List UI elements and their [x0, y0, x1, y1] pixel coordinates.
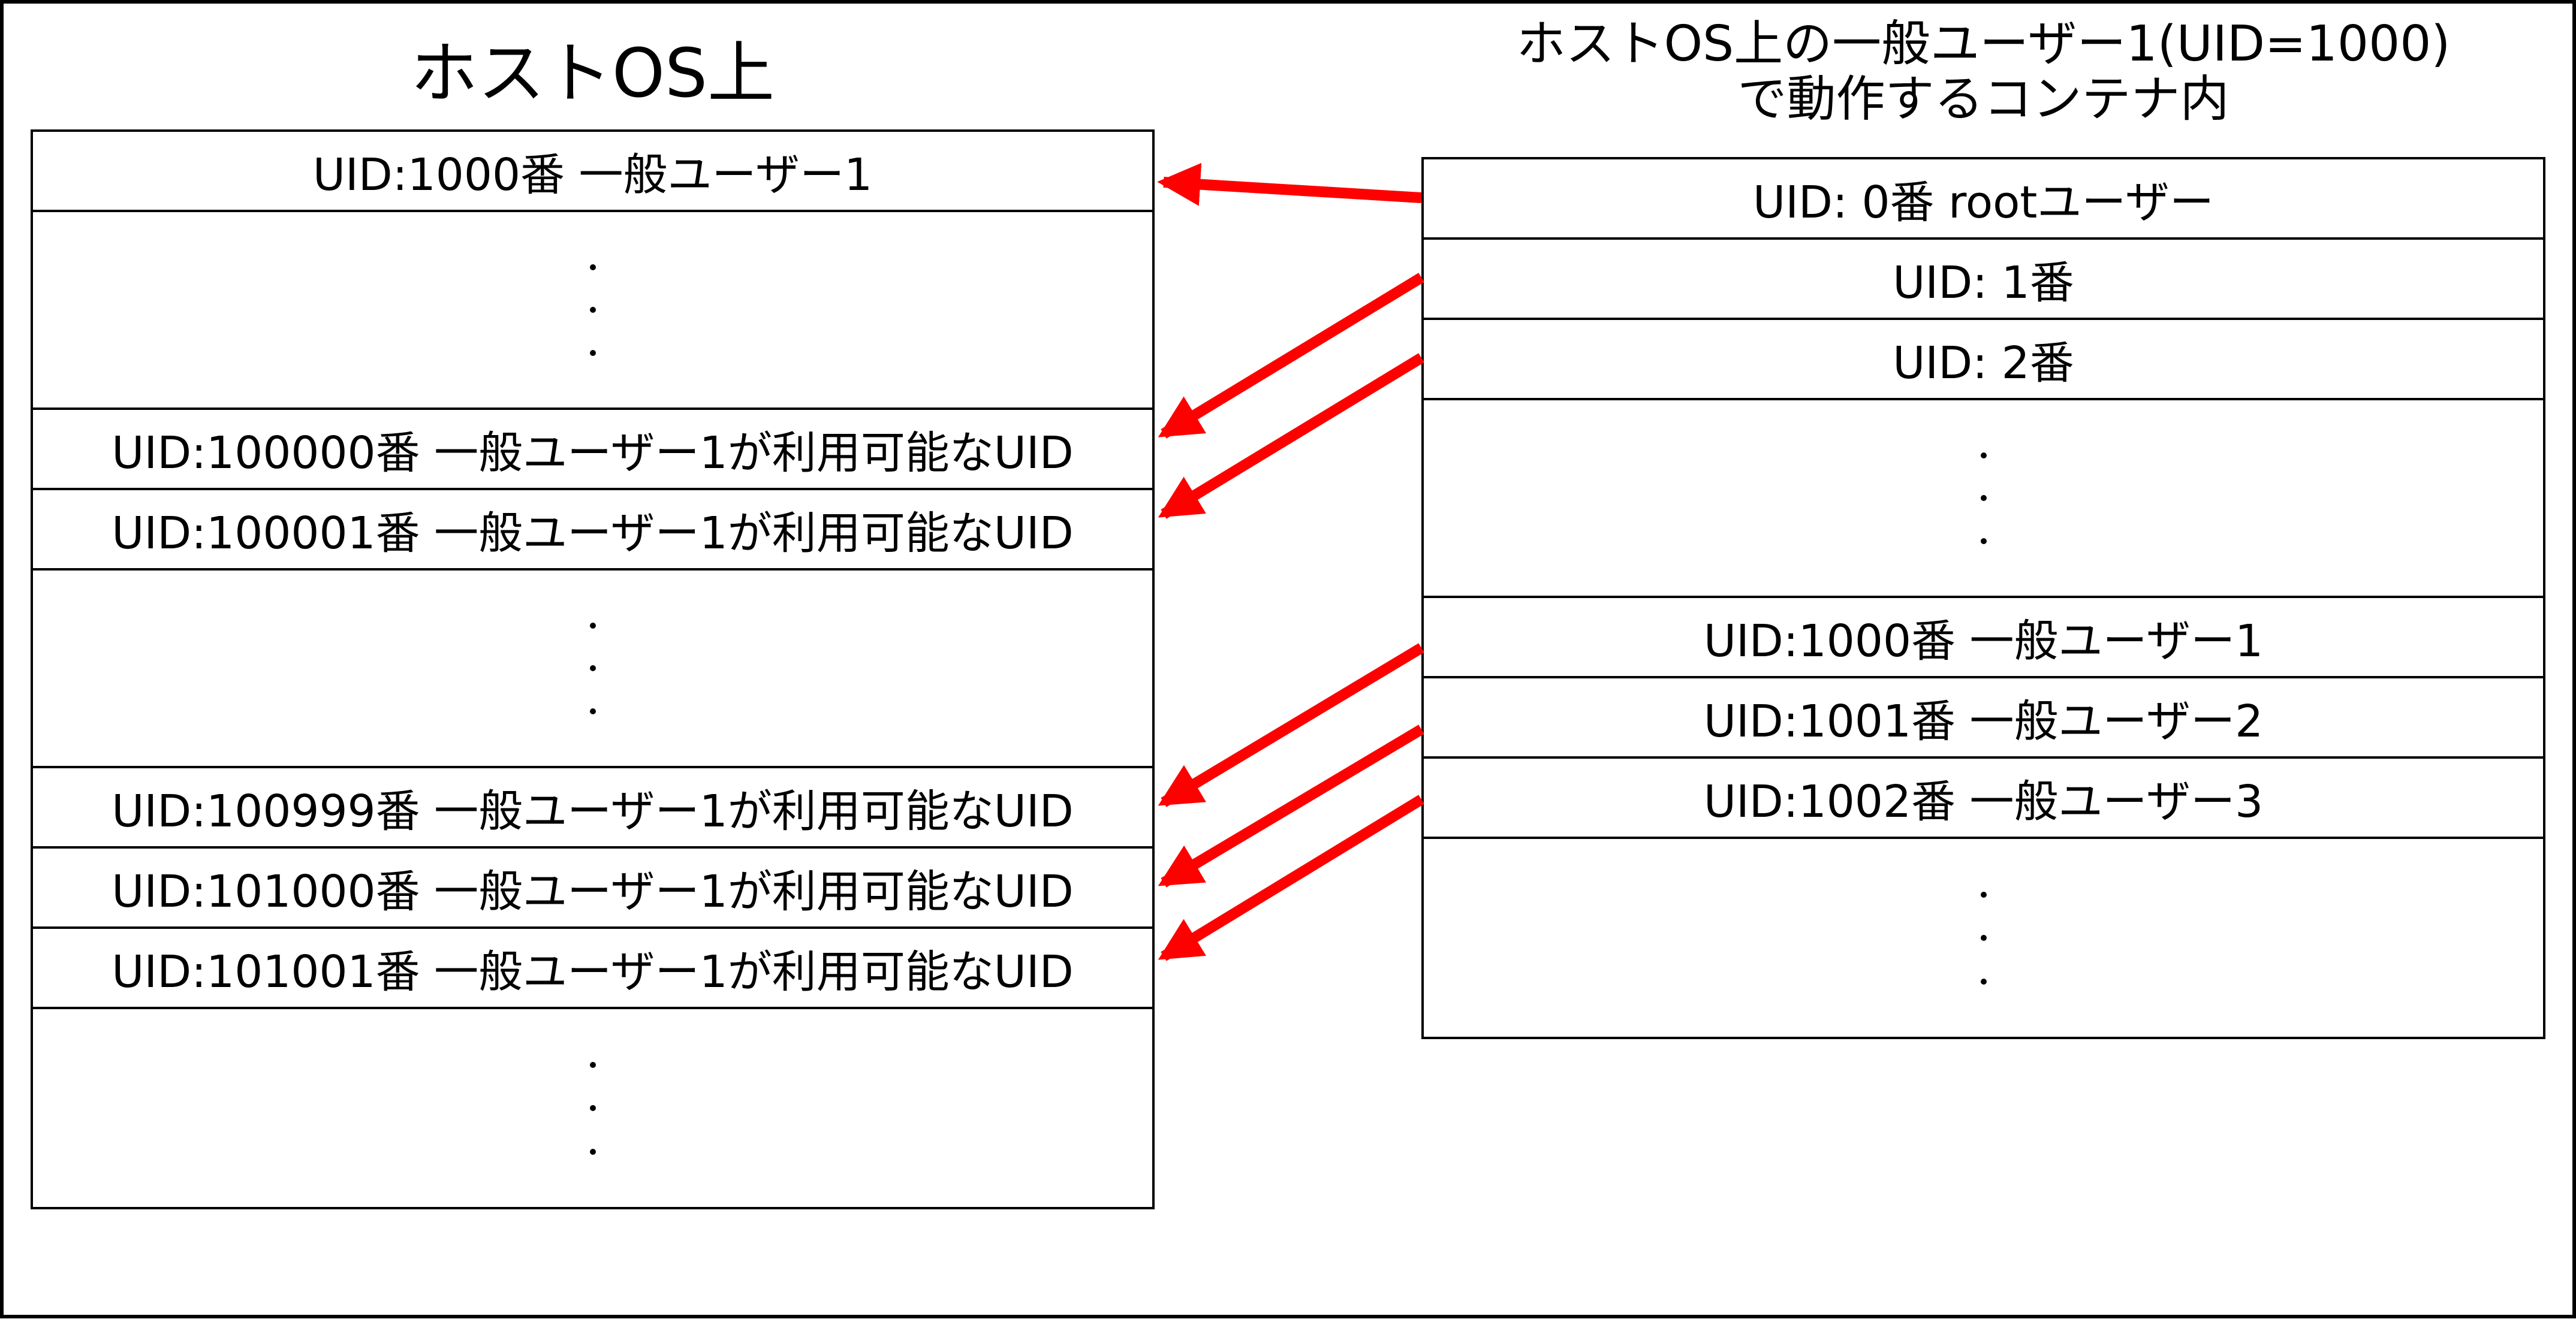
container-ellipsis-2 — [1424, 839, 2543, 1037]
mapping-arrow-uid-1000 — [1158, 643, 1424, 807]
container-uid-row-0: UID: 0番 rootユーザー — [1424, 159, 2543, 240]
ellipsis-dot — [1980, 495, 1987, 501]
container-uid-row-1002: UID:1002番 一般ユーザー3 — [1424, 759, 2543, 839]
ellipsis-dot — [589, 665, 596, 671]
container-uid-table: UID: 0番 rootユーザー UID: 1番 UID: 2番 UID:100… — [1421, 157, 2545, 1039]
ellipsis-dot — [589, 708, 596, 714]
ellipsis-dot — [589, 307, 596, 313]
host-ellipsis-3 — [33, 1009, 1152, 1207]
host-ellipsis-1 — [33, 212, 1152, 410]
container-title: ホストOS上の一般ユーザー1(UID=1000) で動作するコンテナ内 — [1516, 16, 2451, 128]
ellipsis-dot — [589, 1061, 596, 1068]
ellipsis-dot — [589, 1105, 596, 1111]
mapping-arrow-uid-1001 — [1158, 725, 1424, 888]
ellipsis-dot — [589, 264, 596, 270]
container-uid-row-1001: UID:1001番 一般ユーザー2 — [1424, 678, 2543, 759]
mapping-arrow-uid-2 — [1158, 353, 1424, 519]
container-uid-row-1: UID: 1番 — [1424, 240, 2543, 320]
host-uid-row-100000: UID:100000番 一般ユーザー1が利用可能なUID — [33, 410, 1152, 490]
container-uid-row-1000: UID:1000番 一般ユーザー1 — [1424, 598, 2543, 678]
ellipsis-dot — [1980, 935, 1987, 941]
container-ellipsis-1 — [1424, 400, 2543, 598]
ellipsis-dot — [1980, 891, 1987, 898]
host-uid-row-100999: UID:100999番 一般ユーザー1が利用可能なUID — [33, 768, 1152, 849]
host-uid-table: UID:1000番 一般ユーザー1 UID:100000番 一般ユーザー1が利用… — [31, 129, 1155, 1209]
ellipsis-dot — [589, 622, 596, 629]
ellipsis-dot — [589, 1148, 596, 1155]
host-uid-row-1000: UID:1000番 一般ユーザー1 — [33, 132, 1152, 212]
host-uid-row-101001: UID:101001番 一般ユーザー1が利用可能なUID — [33, 929, 1152, 1009]
ellipsis-dot — [1980, 538, 1987, 544]
container-uid-row-2: UID: 2番 — [1424, 320, 2543, 400]
mapping-arrow-root — [1157, 162, 1422, 206]
mapping-arrow-uid-1 — [1158, 273, 1424, 439]
ellipsis-dot — [1980, 978, 1987, 985]
ellipsis-dot — [1980, 452, 1987, 458]
host-uid-row-101000: UID:101000番 一般ユーザー1が利用可能なUID — [33, 849, 1152, 929]
ellipsis-dot — [589, 349, 596, 356]
mapping-arrow-uid-1002 — [1158, 795, 1424, 961]
host-ellipsis-2 — [33, 571, 1152, 768]
host-uid-row-100001: UID:100001番 一般ユーザー1が利用可能なUID — [33, 490, 1152, 571]
host-os-title: ホストOS上 — [410, 35, 775, 113]
